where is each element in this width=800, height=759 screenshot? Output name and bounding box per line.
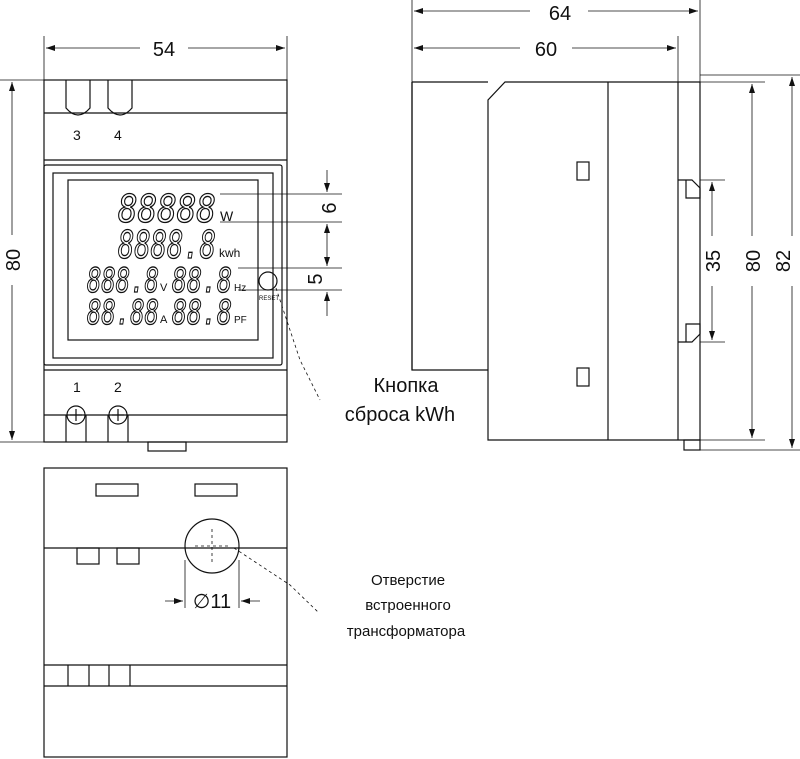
overall-width-label: 64	[549, 3, 571, 25]
reset-note-line2: сброса kWh	[345, 404, 455, 426]
lcd-unit-hz: Hz	[234, 283, 246, 294]
body-width-label: 60	[535, 39, 557, 61]
screw-terminal-2	[107, 405, 129, 442]
reset-label: RESET	[259, 296, 279, 302]
lcd-unit-pf: PF	[234, 315, 247, 326]
lcd-current-digits: 88.88	[87, 293, 159, 333]
lcd-unit-kwh: kwh	[219, 246, 240, 260]
transformer-hole	[184, 518, 240, 574]
lcd-power-digits: 88888	[118, 187, 216, 231]
terminal-2-label: 2	[114, 379, 122, 395]
lcd-unit-v: V	[160, 282, 168, 294]
overall-height-label: 82	[773, 250, 795, 272]
lcd-energy-digits: 8888.8	[118, 223, 216, 267]
lcd-unit-w: W	[220, 208, 234, 224]
lcd-voltage-digits: 888.8	[87, 261, 159, 301]
screw-terminal-1	[65, 405, 87, 442]
terminal-3-label: 3	[73, 127, 81, 143]
reset-note-line1: Кнопка	[374, 375, 440, 397]
side-height-label: 80	[743, 250, 765, 272]
terminal-4-label: 4	[114, 127, 122, 143]
bottom-view: ∅11 Отверстие встроенного трансформатора	[43, 467, 466, 758]
reset-button	[258, 271, 278, 291]
terminal-1-label: 1	[73, 379, 81, 395]
hole-note-line3: трансформатора	[347, 623, 466, 640]
hole-diameter-label: ∅11	[193, 591, 231, 613]
lcd-frequency-digits: 88.8	[172, 261, 232, 301]
hole-note-line1: Отверстие	[371, 572, 445, 589]
din-rail-label: 35	[703, 250, 725, 272]
hole-note-line2: встроенного	[365, 597, 451, 614]
lcd-unit-a: A	[160, 314, 168, 326]
lcd-digit-height-5: 5	[305, 273, 327, 284]
front-height-label: 80	[3, 249, 25, 271]
front-view: 3 4 88888 W 8888.8 kwh 888.8 V 88.8 Hz 8…	[0, 36, 455, 452]
lcd-digit-height-6: 6	[319, 202, 341, 213]
front-width-label: 54	[153, 39, 175, 61]
lcd-pf-digits: 88.8	[172, 293, 232, 333]
side-view: 64 60 35 80 82	[411, 0, 800, 451]
